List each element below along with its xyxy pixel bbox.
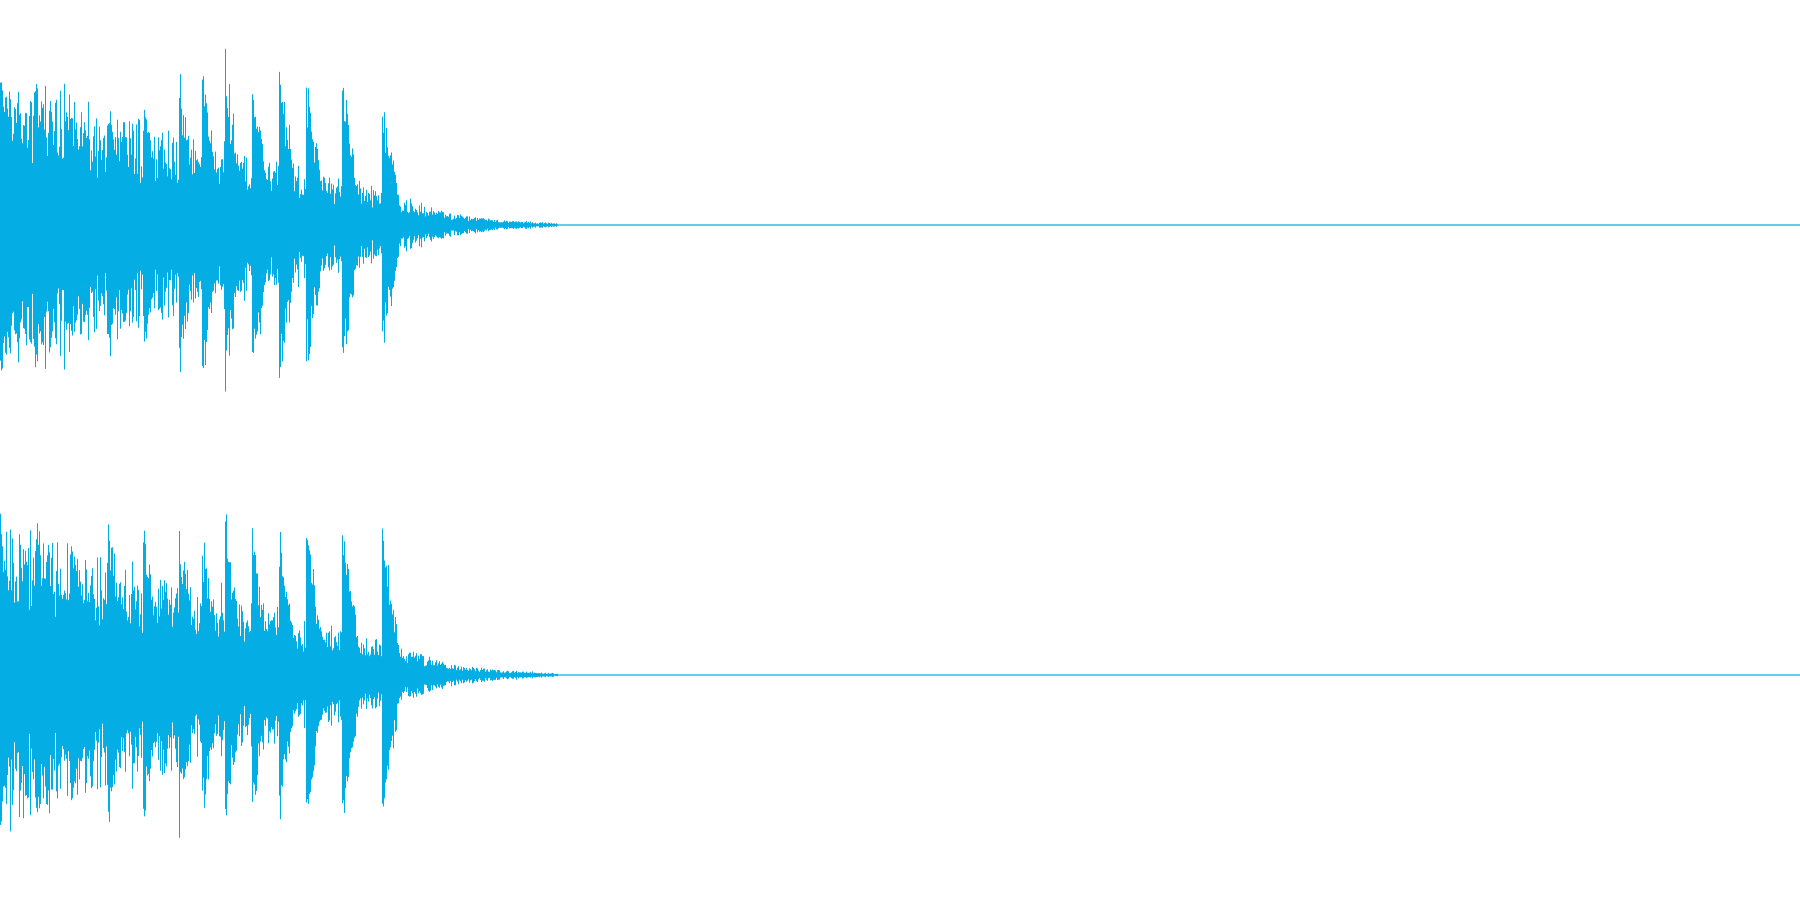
- channel-waveform-path: [0, 48, 558, 392]
- channel-waveform-path: [0, 513, 558, 838]
- channel-left-waveform: [0, 48, 1800, 392]
- channel-right-waveform: [0, 513, 1800, 838]
